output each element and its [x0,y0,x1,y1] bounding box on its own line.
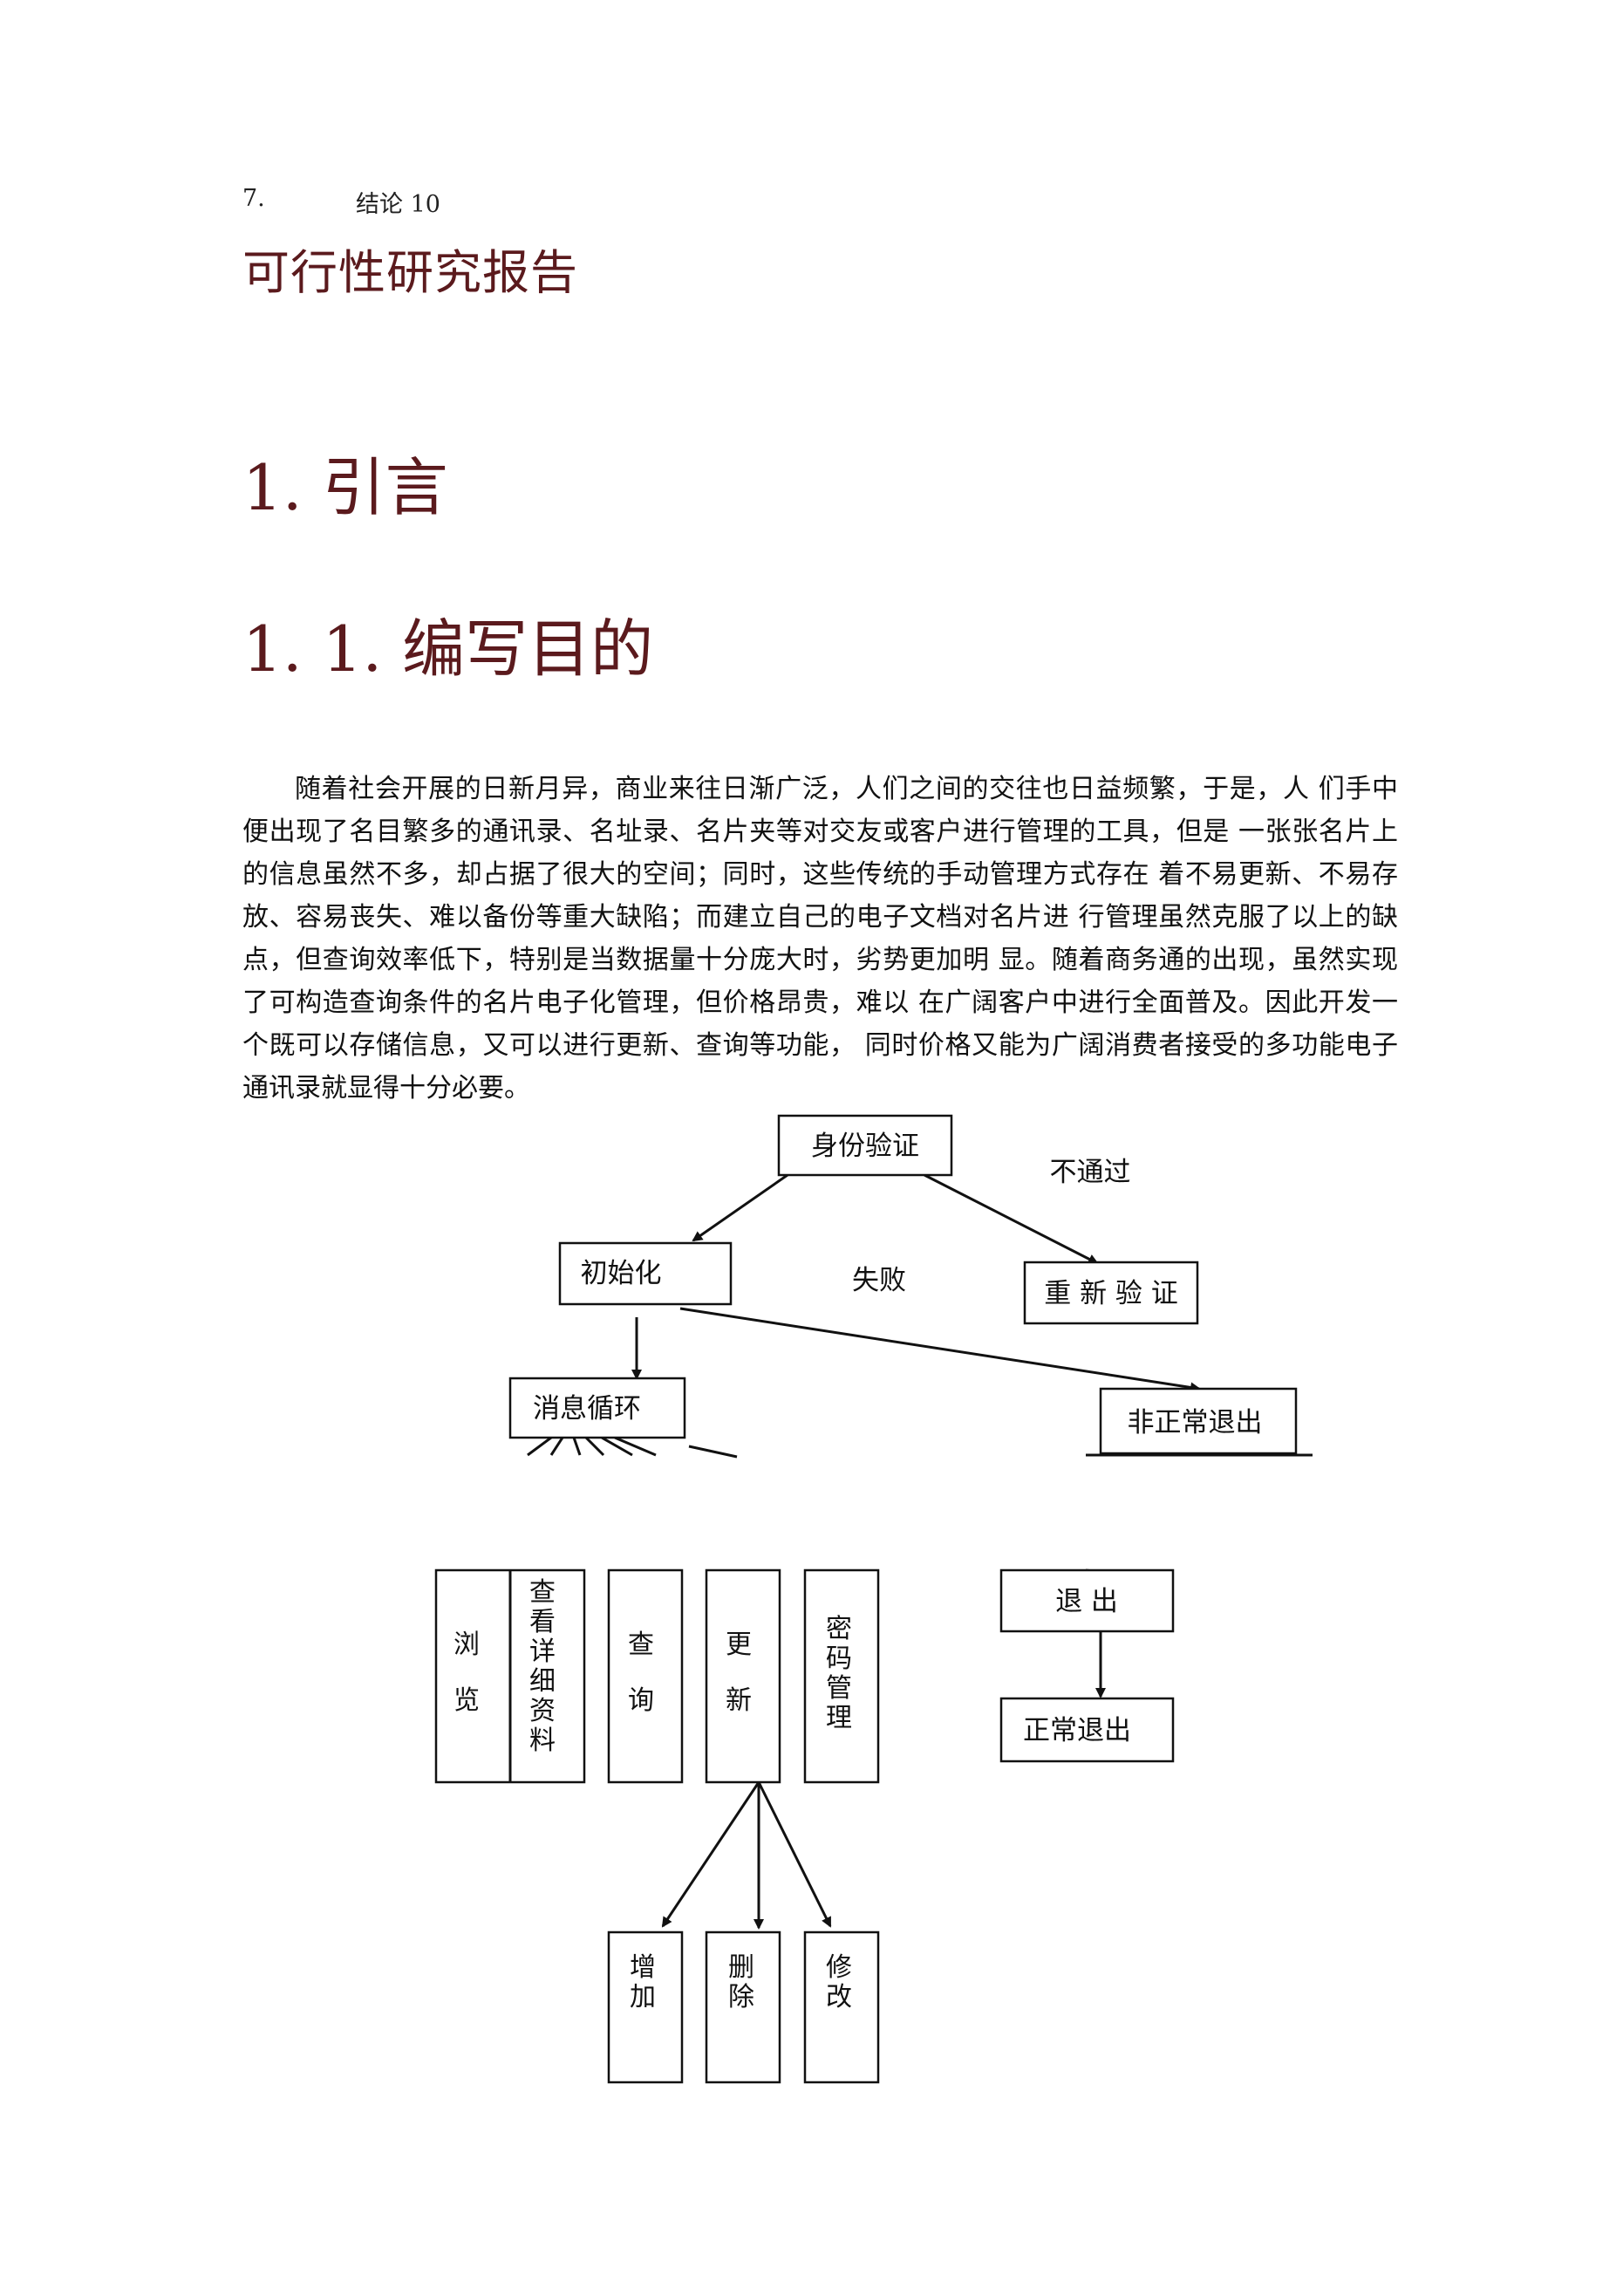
node-delete-box [705,1930,781,2084]
node-auth-label: 身份验证 [811,1131,919,1162]
node-modify-box [803,1930,880,2084]
node-loop-box [508,1377,686,1439]
node-init-label: 初始化 [581,1258,662,1289]
node-auth-box [777,1114,953,1177]
edge-label-init-fail: 失败 [852,1265,906,1296]
document-title: 可行性研究报告 [242,245,578,300]
node-normal-exit-label: 正常退出 [1023,1715,1131,1746]
node-abnormal-exit: 非正常退出 [1099,1387,1298,1455]
node-normal-exit-box [999,1697,1175,1763]
node-reverify-label: 重 新 验 证 [1044,1278,1178,1309]
node-loop-label: 消息循环 [533,1393,641,1425]
node-password-box [803,1568,880,1784]
node-abnormal-exit-label: 非正常退出 [1128,1407,1263,1438]
node-normal-exit: 正常退出 [999,1697,1175,1763]
node-exit-label: 退 出 [1055,1586,1118,1617]
toc-number: 7. [242,185,265,212]
body-paragraph: 随着社会开展的日新月异，商业来往日渐广泛，人们之间的交往也日益频繁，于是，人 们… [242,774,1398,1104]
node-browse-label: 浏览 [453,1630,480,1716]
node-details-label: 查看详细资料 [529,1577,556,1756]
loop-fanout-lines [527,1436,1313,1459]
node-init: 初始化 [558,1241,733,1306]
node-reverify: 重 新 验 证 [1023,1261,1199,1325]
node-query-label: 查询 [628,1630,654,1716]
node-delete-label: 删除 [728,1952,754,2012]
node-loop: 消息循环 [508,1377,686,1439]
arrow-auth-to-init [692,1173,788,1242]
node-add-box [607,1930,684,2084]
edge-label-fail: 不通过 [1050,1157,1131,1188]
node-reverify-box [1023,1261,1199,1325]
arrow-update-to-add [661,1781,760,1928]
arrow-auth-to-reverify [924,1173,1099,1265]
node-add-label: 增加 [630,1952,656,2012]
node-exit: 退 出 [999,1568,1175,1633]
node-password-label: 密码管理 [826,1614,852,1733]
toc-entry-title: 结论 10 [356,191,440,218]
node-update-label: 更新 [726,1630,752,1716]
node-update-box [705,1568,781,1784]
node-abnormal-exit-box [1099,1387,1298,1455]
arrow-init-to-abnormal-exit [679,1307,1201,1393]
node-query-box [607,1568,684,1784]
body-paragraph-container: 随着社会开展的日新月异，商业来往日渐广泛，人们之间的交往也日益频繁，于是，人 们… [242,768,1398,1110]
heading-purpose: 1. 1. 编写目的 [242,612,654,686]
node-init-box [558,1241,733,1306]
arrow-update-to-modify [757,1781,832,1928]
node-exit-box [999,1568,1175,1633]
node-modify-label: 修改 [826,1952,852,2012]
node-auth: 身份验证 [777,1114,953,1177]
heading-introduction: 1. 引言 [242,451,448,524]
